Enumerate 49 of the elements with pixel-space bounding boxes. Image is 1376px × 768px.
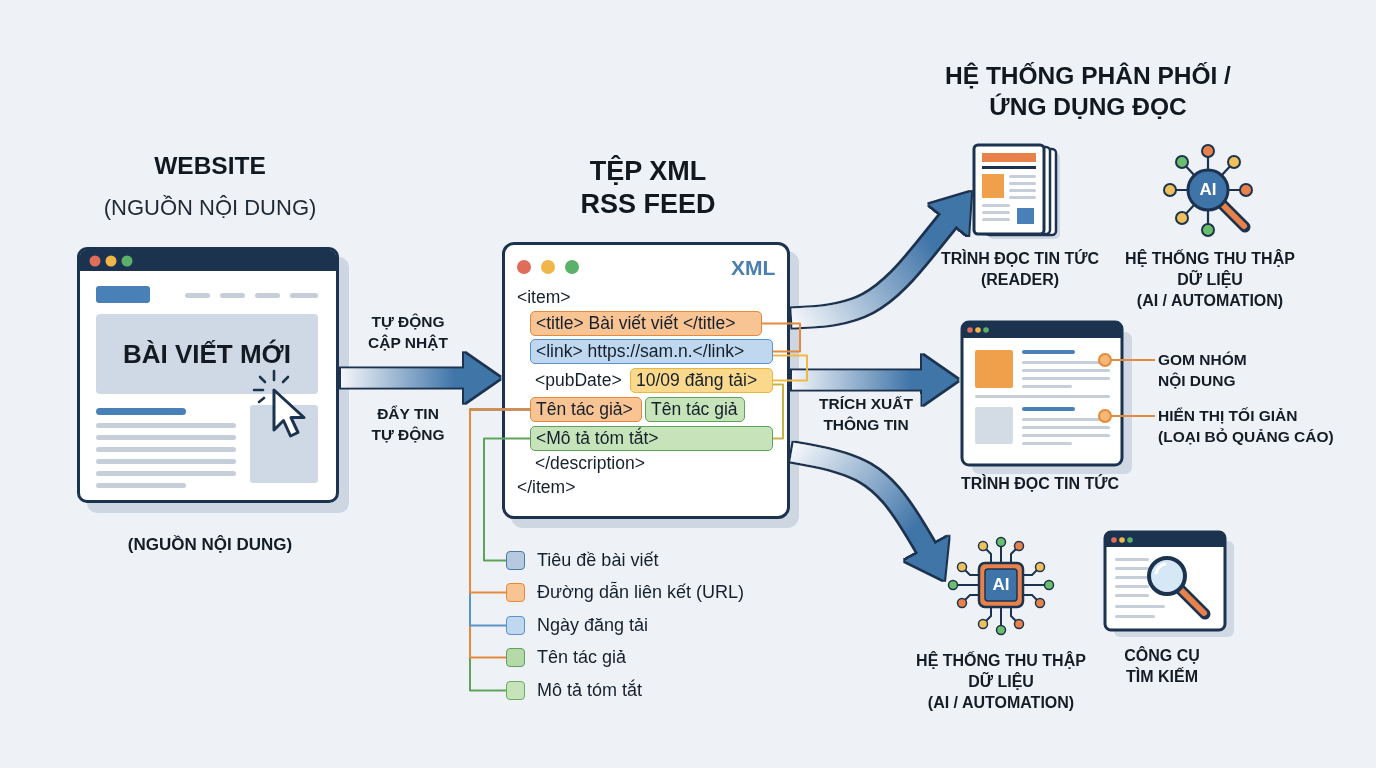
newspaper-icon bbox=[972, 143, 1062, 241]
browser-window-illustration bbox=[960, 320, 1134, 476]
field-label: Tiêu đề bài viết bbox=[537, 549, 659, 571]
section-subheading: (NGUỒN NỘI DUNG) bbox=[103, 194, 317, 221]
callout-text: HIỂN THỊ TỐI GIẢN (LOẠI BỎ QUẢNG CÁO) bbox=[1158, 405, 1350, 447]
code-highlight: 10/09 đăng tải> bbox=[630, 368, 773, 393]
swatch-icon bbox=[506, 648, 525, 667]
section-heading: HỆ THỐNG PHÂN PHỐI / ỨNG DỤNG ĐỌC bbox=[944, 61, 1232, 122]
leader-line bbox=[1098, 409, 1156, 423]
code-highlight: <Mô tả tóm tắt> bbox=[530, 426, 773, 451]
icon-label: TRÌNH ĐỌC TIN TỨC (READER) bbox=[939, 248, 1101, 290]
field-label: Đường dẫn liên kết (URL) bbox=[537, 581, 744, 603]
icon-label: HỆ THỐNG THU THẬP DỮ LIỆU (AI / AUTOMATION) bbox=[915, 650, 1087, 713]
code-line: </description> bbox=[535, 452, 645, 474]
icon-label: HỆ THỐNG THU THẬP DỮ LIỆU (AI / AUTOMATION) bbox=[1124, 248, 1296, 311]
code-highlight: Tên tác giả> bbox=[530, 397, 642, 422]
flow-arrow bbox=[341, 353, 500, 403]
arrow-label: ĐẨY TIN TỰ ĐỘNG bbox=[370, 404, 446, 445]
connector-line bbox=[469, 408, 531, 594]
field-label: Ngày đăng tải bbox=[537, 614, 649, 636]
swatch-icon bbox=[506, 681, 525, 700]
connector-line bbox=[761, 322, 801, 353]
swatch-icon bbox=[506, 583, 525, 602]
code-highlight: Tên tác giả bbox=[645, 397, 745, 422]
connector-line bbox=[772, 383, 784, 440]
callout-text: GOM NHÓM NỘI DUNG bbox=[1158, 349, 1270, 391]
icon-label: TRÌNH ĐỌC TIN TỨC bbox=[960, 473, 1120, 494]
code-highlight: <title> Bài viết viết </title> bbox=[530, 311, 762, 336]
connector-line bbox=[483, 437, 531, 562]
leader-line bbox=[1098, 353, 1156, 367]
search-window-illustration bbox=[1103, 530, 1235, 638]
headline-banner: BÀI VIẾT MỚI bbox=[96, 314, 318, 394]
connector-line bbox=[772, 354, 808, 382]
window-label: (NGUỒN NỘI DUNG) bbox=[127, 534, 293, 555]
code-highlight: <link> https://sam.n.</link> bbox=[530, 339, 773, 364]
swatch-icon bbox=[506, 551, 525, 570]
icon-label: AI bbox=[992, 575, 1010, 595]
flow-arrow bbox=[792, 355, 958, 405]
swatch-icon bbox=[506, 616, 525, 635]
section-heading: TỆP XML RSS FEED bbox=[579, 155, 717, 221]
code-line: </item> bbox=[517, 476, 576, 498]
icon-label: AI bbox=[1199, 180, 1217, 200]
field-label: Mô tả tóm tắt bbox=[537, 679, 643, 701]
file-type-label: XML bbox=[731, 256, 776, 280]
code-line: <pubDate> bbox=[535, 369, 622, 391]
icon-label: CÔNG CỤ TÌM KIẾM bbox=[1123, 645, 1201, 687]
field-label: Tên tác giả bbox=[537, 646, 627, 668]
section-heading: WEBSITE bbox=[154, 151, 266, 181]
code-line: <item> bbox=[517, 286, 571, 308]
